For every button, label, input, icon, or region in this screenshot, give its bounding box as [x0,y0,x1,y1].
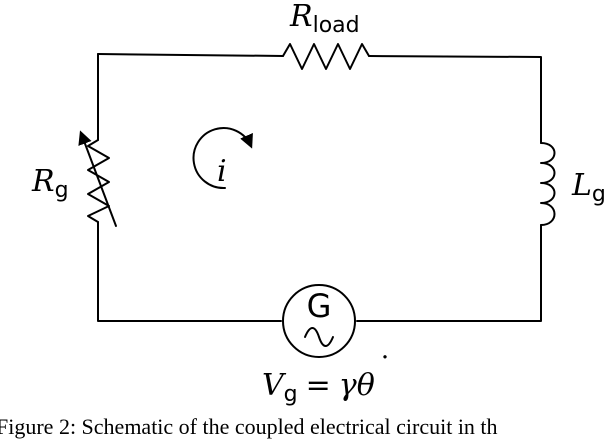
generator-letter: G [307,287,332,325]
voltage-lhs-subscript: g [284,382,298,407]
generator-resistor-zigzag [87,139,110,223]
inductor-subscript: g [592,182,606,207]
current-indicator: i [192,127,253,190]
generator: G [282,284,356,358]
wire-top-left [97,53,284,57]
load-resistor-zigzag [282,43,370,70]
load-resistor-subscript: load [313,13,360,38]
generator-circle [282,284,356,358]
voltage-lhs-symbol: V [262,368,287,403]
generator-resistor-label: Rg [31,164,69,203]
circuit-wires [97,53,542,322]
voltage-equals-sign: = [306,368,331,403]
current-label: i [217,154,227,189]
generator-voltage-label: Vg =γθ [262,368,375,407]
load-resistor-symbol: R [289,0,313,34]
diagonal-arrow-icon [78,130,117,227]
generator-resistor-subscript: g [55,178,69,203]
voltage-rhs-gamma: γ [339,368,357,403]
ac-sine-wave-icon [304,327,334,347]
clockwise-arrow-icon [192,127,253,190]
voltage-rhs-theta: θ [357,368,375,403]
figure-caption: Figure 2: Schematic of the coupled elect… [0,414,498,439]
load-resistor [282,43,370,70]
theta-dot-accent: ˙ [378,351,393,386]
inductor-symbol: L [571,168,592,203]
inductor [540,142,556,226]
wire-left-bottom [97,221,282,322]
load-resistor-label: Rload [289,0,360,38]
wire-right-bottom [356,224,542,322]
generator-resistor-symbol: R [31,164,55,199]
inductor-coil [540,142,556,226]
inductor-label: Lg [571,168,606,207]
generator-resistor [78,130,117,227]
wire-top-right [368,55,542,144]
